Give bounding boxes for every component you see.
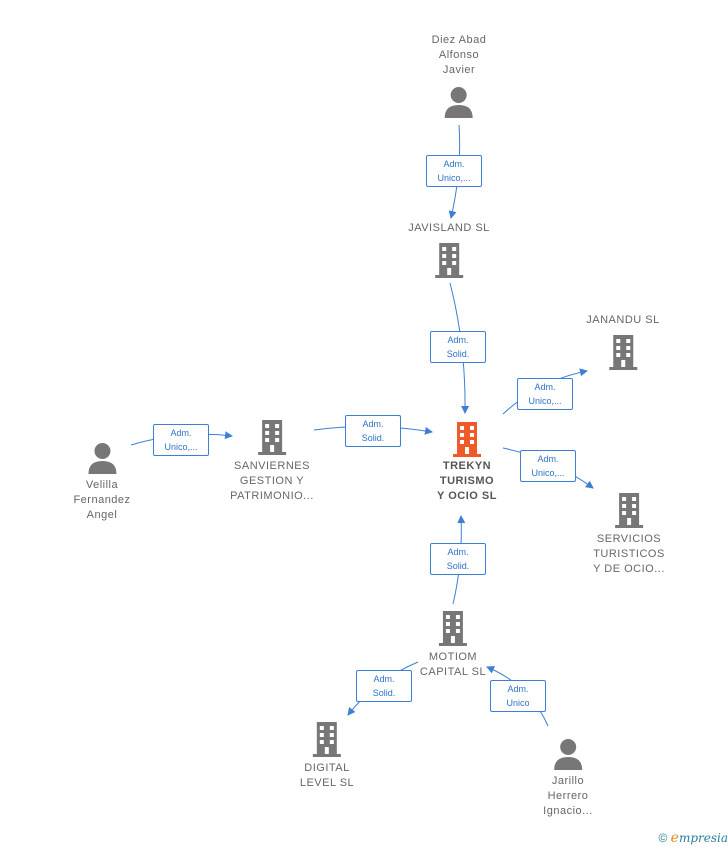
person-icon: [445, 87, 473, 118]
badge-line: Solid.: [446, 349, 470, 359]
brand-rest: mpresia: [678, 831, 728, 845]
node-label-line: Y OCIO SL: [437, 490, 497, 502]
building-icon: [312, 722, 341, 757]
edge-badge-sanviernes-trekyn[interactable]: Adm. Solid.: [345, 415, 401, 447]
badge-line: Adm.: [507, 684, 529, 694]
node-trekyn[interactable]: TREKYN TURISMO Y OCIO SL: [437, 421, 497, 504]
node-label-line: Ignacio...: [543, 805, 593, 817]
node-label-line: TURISMO: [439, 475, 495, 487]
node-jarillo[interactable]: Jarillo Herrero Ignacio...: [543, 738, 593, 819]
person-icon: [553, 739, 582, 770]
node-label-line: GESTION Y: [239, 475, 305, 487]
badge-line: Solid.: [446, 561, 470, 571]
badge-line: Adm.: [443, 159, 465, 169]
node-label-line: MOTIOM: [428, 651, 478, 663]
badge-line: Adm.: [373, 674, 395, 684]
copyright-symbol: ©: [658, 831, 668, 845]
node-label-line: LEVEL SL: [299, 777, 355, 789]
badge-line: Unico,...: [164, 442, 198, 452]
node-label-line: TREKYN: [442, 460, 492, 472]
node-javisland[interactable]: JAVISLAND SL: [408, 221, 490, 278]
building-icon: [615, 493, 643, 528]
node-label-line: JANANDU SL: [586, 314, 660, 326]
edge-badge-trekyn-servicios[interactable]: Adm. Unico,...: [520, 450, 576, 482]
node-label-line: JAVISLAND SL: [408, 222, 490, 234]
edge-badge-diez-javisland[interactable]: Adm. Unico,...: [426, 155, 482, 187]
node-servicios[interactable]: SERVICIOS TURISTICOS Y DE OCIO...: [593, 492, 665, 577]
brand-initial: e: [670, 830, 679, 846]
badge-line: Solid.: [361, 433, 385, 443]
edge-badge-trekyn-janandu[interactable]: Adm. Unico,...: [517, 378, 573, 410]
badge-line: Adm.: [534, 382, 556, 392]
node-digital[interactable]: DIGITAL LEVEL SL: [300, 721, 354, 791]
badge-line: Adm.: [447, 547, 469, 557]
building-icon: [258, 420, 286, 455]
node-label-line: Alfonso: [438, 49, 480, 61]
badge-line: Unico: [506, 698, 530, 708]
badge-line: Unico,...: [528, 396, 562, 406]
node-velilla[interactable]: Velilla Fernandez Angel: [73, 442, 130, 523]
node-label-line: Fernandez: [73, 494, 131, 506]
node-label-line: Javier: [442, 64, 476, 76]
badge-line: Adm.: [170, 428, 192, 438]
badge-line: Solid.: [372, 688, 396, 698]
badge-line: Unico,...: [531, 468, 565, 478]
node-label-line: Jarillo: [551, 775, 585, 787]
node-label-line: Velilla: [85, 479, 119, 491]
edge-badge-jarillo-motiom[interactable]: Adm. Unico: [490, 680, 546, 712]
edge-badge-javisland-trekyn[interactable]: Adm. Solid.: [430, 331, 486, 363]
node-label-line: DIGITAL: [304, 762, 350, 774]
node-label-line: Angel: [86, 509, 118, 521]
badge-line: Adm.: [447, 335, 469, 345]
brand-logo: empresia: [670, 830, 728, 846]
building-icon: [434, 243, 463, 278]
building-icon: [609, 335, 637, 370]
node-diez[interactable]: Diez Abad Alfonso Javier: [432, 33, 487, 120]
edge-badge-motiom-digital[interactable]: Adm. Solid.: [356, 670, 412, 702]
building-icon: [438, 611, 467, 646]
edge-badge-velilla-sanviernes[interactable]: Adm. Unico,...: [153, 424, 209, 456]
node-motiom[interactable]: MOTIOM CAPITAL SL: [420, 610, 486, 680]
edge-badge-motiom-trekyn[interactable]: Adm. Solid.: [430, 543, 486, 575]
person-icon: [88, 443, 116, 474]
node-label-line: TURISTICOS: [593, 548, 665, 560]
node-label-line: Y DE OCIO...: [593, 563, 665, 575]
node-janandu[interactable]: JANANDU SL: [586, 313, 659, 370]
node-label-line: Herrero: [547, 790, 589, 802]
node-label-line: Diez Abad: [431, 34, 487, 46]
node-label-line: SERVICIOS: [596, 533, 662, 545]
footer-brand: © empresia: [658, 830, 728, 846]
badge-line: Adm.: [537, 454, 559, 464]
node-label-line: PATRIMONIO...: [230, 490, 314, 502]
node-sanviernes[interactable]: SANVIERNES GESTION Y PATRIMONIO...: [230, 419, 314, 504]
node-label-line: SANVIERNES: [234, 460, 310, 472]
building-icon: [452, 422, 481, 457]
badge-line: Adm.: [362, 419, 384, 429]
node-label-line: CAPITAL SL: [419, 666, 487, 678]
badge-line: Unico,...: [437, 173, 471, 183]
